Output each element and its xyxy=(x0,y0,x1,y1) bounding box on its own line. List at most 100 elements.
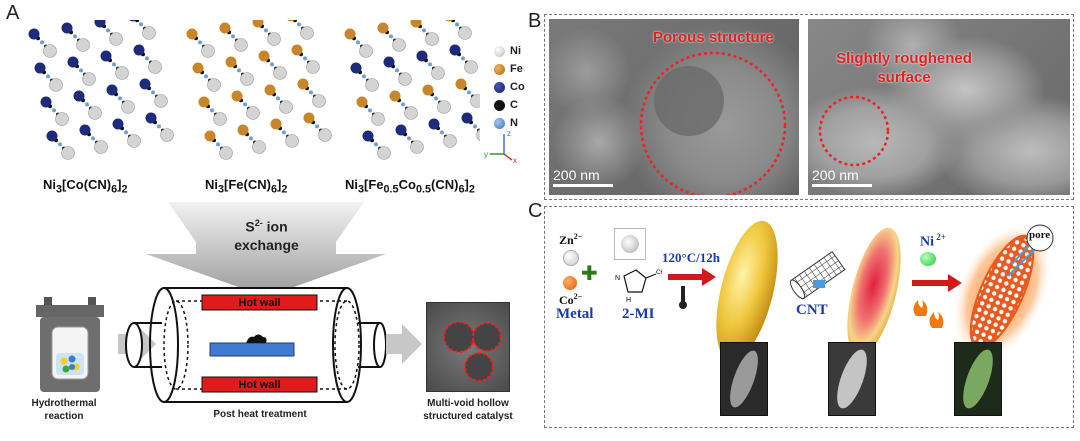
nickel-atom xyxy=(160,128,174,142)
nickel-atom xyxy=(300,26,314,40)
nickel-atom xyxy=(359,44,373,58)
bridge-atom xyxy=(151,90,155,95)
lattice-cube-2 xyxy=(186,20,332,160)
post-heat-label: Post heat treatment xyxy=(213,409,307,420)
ion-exchange-arrow xyxy=(146,202,386,297)
zif-leaf-particle-icon xyxy=(716,220,778,362)
metal-atom xyxy=(416,50,428,62)
rough-surface-label: Slightly roughened surface xyxy=(824,49,984,87)
ion-exchange-label: S2- ion exchange xyxy=(214,214,319,254)
metal-atom xyxy=(362,130,374,142)
metal-atom xyxy=(356,96,368,108)
bridge-atom xyxy=(124,130,128,135)
metal-atom xyxy=(46,130,58,142)
metal-atom xyxy=(94,20,106,28)
nickel-atom xyxy=(213,112,227,126)
metal-atom xyxy=(344,28,356,40)
svg-text:CH₃: CH₃ xyxy=(656,270,662,276)
nickel-atom xyxy=(109,32,123,46)
metal-atom xyxy=(428,118,440,130)
metal-atom xyxy=(192,62,204,74)
nickel-atom xyxy=(458,26,472,40)
ni-sphere-icon xyxy=(920,252,936,266)
bridge-atom xyxy=(216,142,220,147)
metal-atom xyxy=(297,78,309,90)
metal-atom xyxy=(204,130,216,142)
lattice-label-ni-fe: Ni3[Fe(CN)6]2 xyxy=(205,177,288,196)
metal-atom xyxy=(219,22,231,34)
zn-sphere-icon xyxy=(563,250,579,266)
bridge-atom xyxy=(297,22,301,27)
metal-atom xyxy=(112,118,124,130)
legend-item-n: N xyxy=(494,114,525,132)
legend-item-fe: Fe xyxy=(494,60,525,78)
process-arrow-2-icon xyxy=(386,324,422,364)
nickel-atom xyxy=(371,112,385,126)
nickel-atom xyxy=(306,60,320,74)
bridge-atom xyxy=(428,62,432,67)
metal-atom xyxy=(445,20,453,22)
nickel-atom xyxy=(392,38,406,52)
reaction-arrow-1-icon xyxy=(668,268,716,286)
cnt-grown-leaf-icon xyxy=(847,227,901,357)
nickel-atom xyxy=(240,72,254,86)
bridge-atom xyxy=(407,136,411,141)
carbon-nanotube-icon xyxy=(789,250,846,300)
atom-legend: Ni Fe Co C N xyxy=(494,42,525,132)
bridge-atom xyxy=(106,28,110,33)
scale-bar-right-text: 200 nm xyxy=(812,167,859,183)
nickel-atom xyxy=(76,38,90,52)
sem-image-porous: Porous structure 200 nm xyxy=(549,19,799,195)
n-atom-icon xyxy=(494,117,505,129)
autoclave-vessel-icon xyxy=(36,297,104,392)
nickel-atom xyxy=(365,78,379,92)
nickel-atom xyxy=(273,66,287,80)
nickel-atom xyxy=(207,78,221,92)
metal-atom xyxy=(383,56,395,68)
nickel-atom xyxy=(252,140,266,154)
metal-atom xyxy=(264,84,276,96)
bridge-atom xyxy=(389,34,393,39)
metal-atom xyxy=(40,96,52,108)
sem-thumb-zif-leaf xyxy=(730,350,758,408)
nickel-atom xyxy=(142,26,156,40)
nickel-atom xyxy=(279,100,293,114)
2-mi-label: 2-MI xyxy=(622,306,655,322)
nickel-atom xyxy=(285,134,299,148)
hot-wall-top-label: Hot wall xyxy=(238,297,281,309)
bridge-atom xyxy=(118,96,122,101)
porous-catalyst-leaf-icon xyxy=(951,222,1054,362)
svg-text:H: H xyxy=(626,297,631,304)
bridge-atom xyxy=(204,74,208,79)
nickel-atom xyxy=(82,72,96,86)
metal-atom xyxy=(73,90,85,102)
bridge-atom xyxy=(309,90,313,95)
panel-c-frame xyxy=(544,206,1074,428)
svg-text:x: x xyxy=(513,156,517,164)
bridge-atom xyxy=(356,40,360,45)
metal-atom xyxy=(410,20,422,28)
bridge-atom xyxy=(157,124,161,129)
ni-ion-label: Ni 2+ xyxy=(920,232,946,250)
nickel-atom xyxy=(410,140,424,154)
nickel-atom xyxy=(431,66,445,80)
sem-thumb-cnt xyxy=(828,342,876,416)
synthesis-condition-label: 120°C/12h xyxy=(662,250,720,265)
metal-atom xyxy=(79,124,91,136)
lattice-cube-1 xyxy=(28,20,174,160)
metal-atom xyxy=(100,50,112,62)
nickel-atom xyxy=(148,60,162,74)
nickel-atom xyxy=(61,146,75,160)
bridge-atom xyxy=(52,108,56,113)
bridge-atom xyxy=(46,74,50,79)
bridge-atom xyxy=(40,40,44,45)
metal-atom xyxy=(389,90,401,102)
2-methylimidazole-structure-icon: H N CH₃ xyxy=(615,269,662,304)
nickel-atom xyxy=(437,100,451,114)
hot-wall-bottom-label: Hot wall xyxy=(238,379,281,391)
bridge-atom xyxy=(145,56,149,61)
nickel-atom xyxy=(154,94,168,108)
panel-b-letter: B xyxy=(528,10,542,32)
nickel-atom xyxy=(234,38,248,52)
ion-exchange-line2: exchange xyxy=(234,236,299,253)
